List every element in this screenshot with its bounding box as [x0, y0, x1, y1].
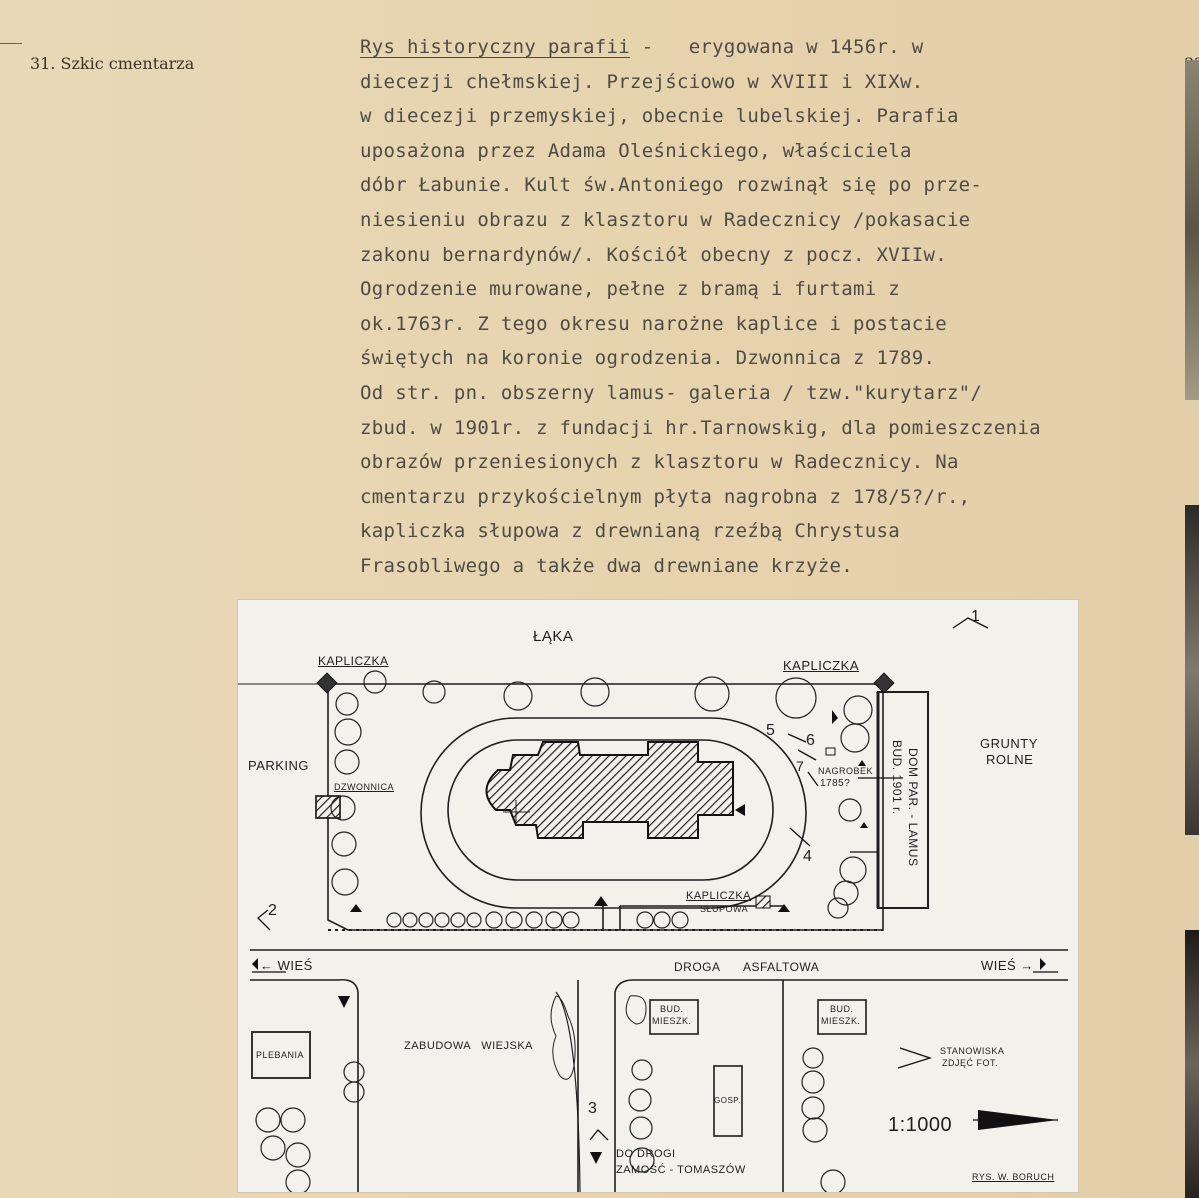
label-bud-1901: BUD. 1901 r.	[890, 740, 904, 815]
label-dzwonnica: DZWONNICA	[334, 782, 394, 792]
label-nagrobek-year: 1785?	[820, 778, 851, 789]
text-line: obrazów przeniesionych z klasztoru w Rad…	[360, 451, 959, 474]
building-box	[817, 999, 867, 1035]
label-kapliczka-slupowa: KAPLICZKA	[686, 890, 752, 902]
text-line: w diecezji przemyskiej, obecnie lubelski…	[360, 105, 959, 128]
label-wies-right: WIEŚ →	[981, 958, 1034, 973]
chapel-corner-left	[316, 672, 338, 694]
text-line: kapliczka słupowa z drewnianą rzeźbą Chr…	[360, 520, 900, 543]
label-zabudowa-wiejska: ZABUDOWA WIEJSKA	[404, 1040, 533, 1052]
camera-number: 3	[588, 1100, 598, 1117]
building-box	[649, 999, 699, 1035]
text-line: ok.1763r. Z tego okresu narożne kaplice …	[360, 312, 947, 335]
camera-number: 4	[803, 848, 813, 865]
label-signature: RYS. W. BORUCH	[972, 1172, 1055, 1182]
cemetery-sketch-map: ŁĄKA KAPLICZKA KAPLICZKA PARKING DZWONNI…	[238, 600, 1078, 1192]
camera-number: 2	[268, 902, 278, 919]
wayside-shrine	[755, 895, 771, 909]
text-line: - erygowana w 1456r. w	[630, 36, 924, 58]
text-line: cmentarzu przykościelnym płyta nagrobna …	[360, 485, 971, 508]
label-scale: 1:1000	[888, 1114, 953, 1136]
label-asfaltowa: ASFALTOWA	[743, 960, 820, 974]
text-line: diecezji chełmskiej. Przejściowo w XVIII…	[360, 70, 924, 93]
label-do-drogi: DO DROGI	[616, 1148, 676, 1160]
adjacent-photo-strip	[1185, 505, 1199, 835]
label-grunty: GRUNTY	[980, 736, 1038, 751]
figure-caption: 31. Szkic cmentarza	[30, 54, 195, 73]
church	[485, 741, 734, 839]
camera-number: 7	[796, 758, 805, 774]
label-plebania: PLEBANIA	[256, 1050, 305, 1060]
plebania-building	[251, 1031, 311, 1079]
label-laka: ŁĄKA	[533, 628, 574, 645]
adjacent-photo-strip	[1185, 930, 1199, 1198]
label-rolne: ROLNE	[986, 752, 1034, 767]
outer-path	[420, 717, 807, 909]
text-line: świętych na koronie ogrodzenia. Dzwonnic…	[360, 347, 936, 370]
map-drawing	[238, 617, 1068, 1192]
text-line: Frasobliwego a także dwa drewniane krzyż…	[360, 554, 854, 577]
camera-number: 5	[766, 722, 776, 739]
typed-text-block: Rys historyczny parafii - erygowana w 14…	[360, 30, 1199, 584]
label-bud-mieszk-2b: MIESZK.	[821, 1016, 861, 1026]
text-line: zakonu bernardynów/. Kościół obecny z po…	[360, 243, 947, 266]
label-bud-mieszk-1: BUD.	[660, 1004, 684, 1014]
chapel-corner-right	[873, 672, 895, 694]
label-bud-mieszk-1b: MIESZK.	[652, 1016, 692, 1026]
label-stanowiska: STANOWISKA	[940, 1046, 1005, 1056]
label-droga: DROGA	[674, 960, 721, 974]
label-zamosc-tomaszow: ZAMOŚĆ - TOMASZÓW	[616, 1164, 746, 1176]
label-kapliczka-right: KAPLICZKA	[783, 658, 860, 673]
label-bud-mieszk-2: BUD.	[830, 1004, 854, 1014]
label-parking: PARKING	[248, 758, 310, 773]
building-box	[713, 1065, 743, 1137]
label-zdjec-fot: ZDJĘĆ FOT.	[942, 1058, 998, 1068]
text-line: uposażona przez Adama Oleśnickiego, właś…	[360, 139, 912, 162]
label-gosp: GOSP.	[714, 1096, 741, 1105]
text-line: Ogrodzenie murowane, pełne z bramą i fur…	[360, 278, 900, 301]
label-dom-parafialny: DOM PAR. - LAMUS	[906, 748, 920, 867]
inner-path	[447, 739, 774, 881]
label-kapliczka-left: KAPLICZKA	[318, 654, 389, 668]
margin-mark	[0, 43, 22, 44]
camera-number: 6	[806, 732, 816, 749]
text-heading: Rys historyczny parafii	[360, 36, 630, 58]
label-kapliczka-slupowa-2: SŁUPOWA	[700, 904, 749, 914]
tombstone	[825, 747, 836, 756]
text-line: zbud. w 1901r. z fundacji hr.Tarnowskig,…	[360, 416, 1041, 439]
text-line: Od str. pn. obszerny lamus- galeria / tz…	[360, 381, 983, 404]
camera-number: 1	[971, 608, 981, 625]
label-wies-left: ← WIEŚ	[260, 958, 313, 973]
bell-tower	[315, 795, 341, 819]
text-line: niesieniu obrazu z klasztoru w Radecznic…	[360, 208, 971, 231]
label-nagrobek: NAGROBEK	[818, 766, 874, 776]
trees	[255, 670, 873, 1192]
text-line: dóbr Łabunie. Kult św.Antoniego rozwinął…	[360, 174, 983, 197]
adjacent-photo-strip	[1185, 60, 1199, 400]
